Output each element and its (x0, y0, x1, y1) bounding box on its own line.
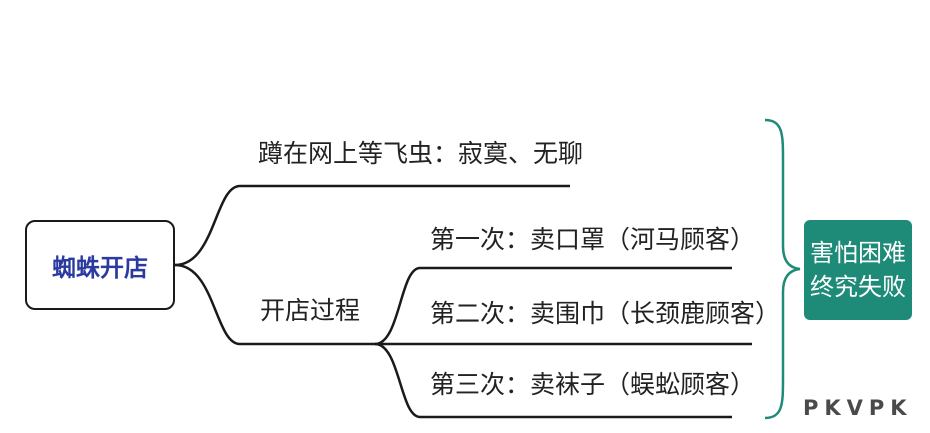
conclusion-line-2: 终究失败 (810, 273, 906, 301)
watermark-logo: PKVPK (803, 396, 913, 420)
child-label-3: 第三次：卖袜子（蜈蚣顾客） (430, 370, 756, 399)
connector-to-child-3 (374, 342, 421, 419)
child-label-1: 第一次：卖口罩（河马顾客） (430, 225, 756, 254)
branch-label-2: 开店过程 (260, 296, 361, 325)
child-label-2: 第二次：卖围巾（长颈鹿顾客） (430, 299, 781, 328)
root-node: 蜘蛛开店 (25, 220, 175, 310)
connector-root-to-branch-2 (174, 263, 241, 346)
conclusion-box: 害怕困难 终究失败 (804, 220, 912, 320)
curly-brace (764, 118, 801, 420)
connector-root-to-branch-1 (174, 184, 241, 267)
connector-to-child-1 (374, 266, 421, 346)
root-node-label: 蜘蛛开店 (52, 252, 148, 282)
conclusion-line-1: 害怕困难 (810, 239, 906, 267)
branch-label-1: 蹲在网上等飞虫：寂寞、无聊 (258, 139, 584, 168)
